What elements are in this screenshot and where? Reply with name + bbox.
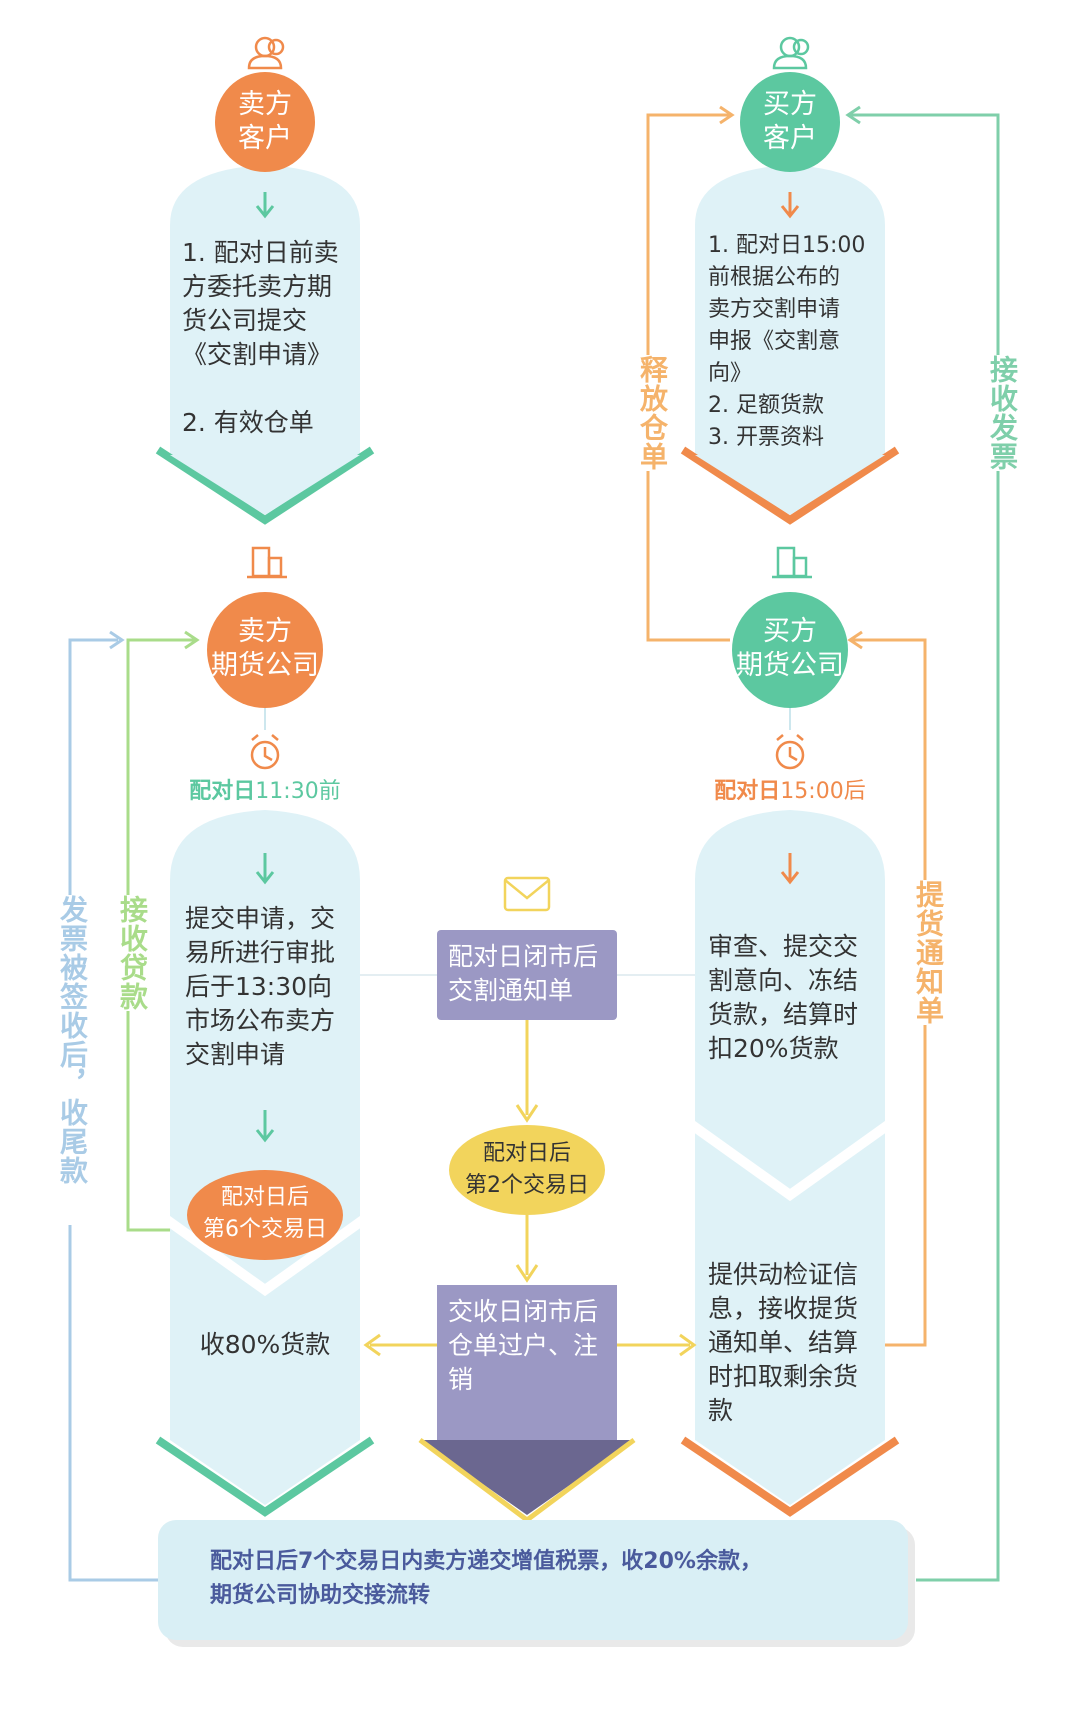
- buyer-step2-panel: [695, 810, 885, 1440]
- buyer-step3-chevron: [680, 1436, 900, 1517]
- buyer-step1-chevron: [680, 446, 900, 525]
- seller-mid-chevron: [157, 1210, 373, 1297]
- release-receipt-label: 释放仓单: [632, 355, 672, 471]
- receive-invoice-line: [850, 113, 1000, 1582]
- buyer-step1-panel: [695, 165, 885, 455]
- seller-time-label: 配对日11:30前: [189, 779, 341, 804]
- seller-step1-panel: [170, 165, 360, 455]
- alarm-clock-icon: [250, 734, 280, 770]
- seller-step3-chevron: [155, 1436, 375, 1517]
- envelope-icon: [503, 876, 551, 912]
- center-box1: [437, 930, 617, 1020]
- buyer-step2-text: 审查、提交交割意向、冻结 货款，结算时扣20%货款: [708, 932, 859, 1063]
- person-icon: [772, 36, 810, 70]
- center-box2-label: 交收日闭市后仓单过户、注销: [448, 1297, 599, 1394]
- buyer-futures-node: [732, 592, 848, 708]
- buyer-futures-label: 买方期货公司: [736, 616, 844, 681]
- seller-client-node: [215, 72, 315, 172]
- seller-step1-chevron: [155, 446, 375, 525]
- center-oval: [449, 1125, 605, 1215]
- buyer-time-label: 配对日15:00后: [714, 779, 866, 804]
- buyer-step3-text: 提供动检证信息，接收提货 通知单、结算时扣取剩余货 款: [708, 1260, 859, 1425]
- center-oval-label: 配对日后第2个交易日: [465, 1141, 589, 1198]
- seller-client-label: 卖方客户: [238, 89, 292, 154]
- seller-futures-label: 卖方期货公司: [211, 616, 319, 681]
- center-box2: [437, 1285, 617, 1445]
- buyer-client-label: 买方客户: [763, 89, 817, 154]
- buyer-mid-chevron: [682, 1115, 898, 1202]
- alarm-clock-icon: [775, 734, 805, 770]
- seller-badge-label: 配对日后第6个交易日: [203, 1185, 327, 1242]
- seller-badge-shape: [187, 1170, 343, 1260]
- seller-futures-node: [207, 592, 323, 708]
- seller-step1-text: 1. 配对日前卖方委托卖方期 货公司提交《交割申请》 2. 有效仓单: [182, 238, 339, 437]
- building-icon: [772, 546, 812, 579]
- building-icon: [247, 546, 287, 579]
- seller-step3-text: 收80%货款: [199, 1330, 331, 1359]
- invoice-signed-label: 发票被签收后，收尾款: [52, 895, 92, 1225]
- center-chevron: [420, 1440, 634, 1515]
- receive-payment-label: 接收贷款: [112, 895, 152, 1011]
- delivery-notice-label: 提货通知单: [908, 880, 948, 1025]
- bottom-summary-box: [158, 1520, 908, 1640]
- receive-invoice-label: 接收发票: [982, 355, 1022, 471]
- person-icon: [247, 36, 285, 70]
- bottom-summary-text: 配对日后7个交易日内卖方递交增值税票，收20%余款，期货公司协助交接流转: [210, 1549, 762, 1608]
- buyer-client-node: [740, 72, 840, 172]
- center-box1-label: 配对日闭市后交割通知单: [448, 942, 599, 1005]
- seller-step2-text: 提交申请，交易所进行审批 后于13:30向市场公布卖方 交割申请: [185, 904, 336, 1069]
